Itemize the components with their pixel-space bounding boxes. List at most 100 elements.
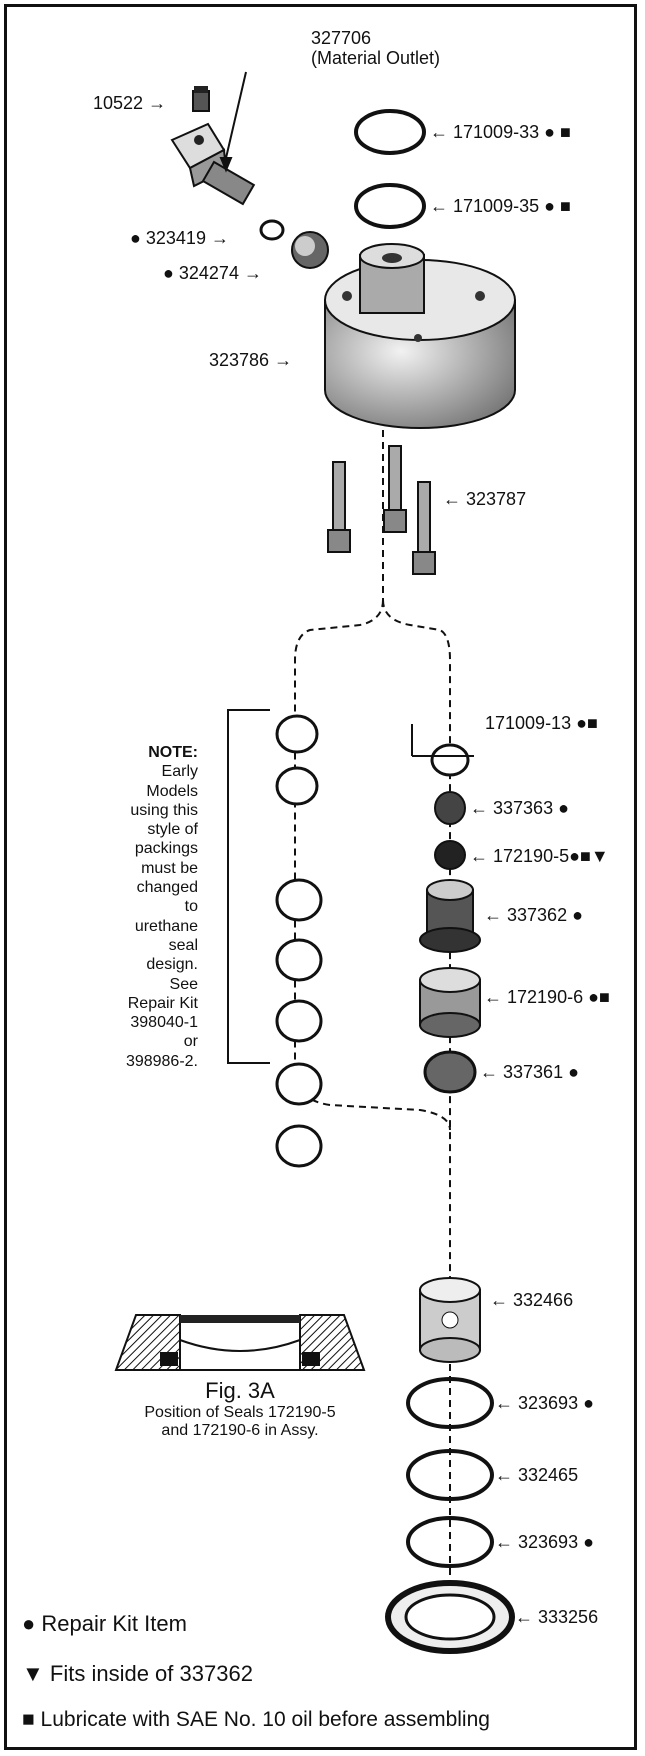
part-332466 — [419, 1277, 481, 1363]
repair-kit-dot-icon: ● — [572, 905, 583, 925]
old-packings — [275, 714, 323, 1168]
assembly-lines — [294, 430, 451, 1640]
arrow-left-icon: ← — [470, 798, 488, 818]
arrow-left-icon: ← — [495, 1465, 513, 1485]
callout-337363: ← 337363 ● — [470, 798, 569, 818]
oring-171009-13 — [430, 743, 470, 777]
callout-10522: 10522 → — [93, 93, 166, 113]
callout-172190-6: ← 172190-6 ●■ — [484, 987, 610, 1007]
repair-kit-dot-icon: ● — [576, 713, 587, 733]
arrow-left-icon: ← — [443, 489, 461, 509]
label-171009-35: 171009-35 — [453, 196, 540, 216]
housing-323786 — [324, 243, 516, 429]
seal-172190-6 — [419, 967, 481, 1038]
lubricate-square-icon: ■ — [560, 196, 571, 216]
callout-323786: 323786 → — [209, 350, 292, 370]
repair-kit-dot-icon: ● — [588, 987, 599, 1007]
material-outlet-327706 — [170, 122, 256, 206]
note-bracket — [227, 709, 270, 1064]
note-line: Models — [146, 782, 198, 800]
label-333256: 333256 — [538, 1607, 599, 1627]
label-323693-lower: 323693 — [518, 1532, 579, 1552]
label-171009-13: 171009-13 — [485, 713, 572, 733]
note-line: 398986-2. — [125, 1052, 198, 1070]
arrow-right-icon: → — [148, 93, 167, 113]
repair-kit-dot-icon: ● — [569, 846, 580, 866]
arrow-left-icon: ← — [490, 1290, 508, 1310]
label-172190-5: 172190-5 — [493, 846, 570, 866]
fitting-10522 — [192, 86, 210, 112]
callout-171009-33: ← 171009-33 ● ■ — [430, 122, 571, 142]
legend-fits-inside: ▼ Fits inside of 337362 — [22, 1662, 253, 1686]
label-324274: 324274 — [178, 263, 239, 283]
fits-inside-triangle-icon: ▼ — [22, 1661, 44, 1686]
figure-caption: Fig. 3A Position of Seals 172190-5 and 1… — [100, 1378, 380, 1440]
callout-172190-5: ← 172190-5●■▼ — [470, 846, 609, 866]
seal-324274 — [291, 231, 329, 269]
arrow-right-icon: → — [243, 263, 262, 283]
part-337363 — [434, 791, 466, 825]
callout-323419: ● 323419 → — [130, 228, 229, 248]
note-line: must be — [141, 859, 198, 877]
arrow-left-icon: ← — [515, 1607, 533, 1627]
label-171009-33: 171009-33 — [453, 122, 540, 142]
arrow-left-icon: ← — [495, 1393, 513, 1413]
ring-332465 — [406, 1449, 494, 1501]
arrow-left-icon: ← — [430, 122, 448, 142]
note-line: design. — [146, 956, 198, 974]
callout-332465: ← 332465 — [495, 1465, 578, 1485]
callout-171009-13: 171009-13 ●■ — [485, 713, 598, 733]
repair-kit-dot-icon: ● — [130, 228, 141, 248]
callout-324274: ● 324274 → — [163, 263, 262, 283]
arrow-left-icon: ← — [430, 196, 448, 216]
callout-337361: ← 337361 ● — [480, 1062, 579, 1082]
repair-kit-dot-icon: ● — [544, 122, 555, 142]
fig-3a-seal-cross-section — [114, 1314, 366, 1371]
nut-333256-bore — [404, 1593, 496, 1641]
fits-inside-triangle-icon: ▼ — [590, 846, 609, 866]
seal-172190-5 — [434, 840, 466, 870]
repair-kit-dot-icon: ● — [544, 196, 555, 216]
repair-kit-dot-icon: ● — [22, 1611, 36, 1636]
callout-337362: ← 337362 ● — [484, 905, 583, 925]
arrow-right-icon: → — [210, 228, 229, 248]
note-early-models: NOTE: Early Models using this style of p… — [98, 743, 198, 1071]
leader-arrows — [219, 71, 474, 757]
note-line: or — [183, 1033, 198, 1051]
oring-323693-lower — [406, 1516, 494, 1568]
arrow-left-icon: ← — [484, 905, 502, 925]
oring-323693-upper — [406, 1377, 494, 1429]
figure-caption-line: Position of Seals 172190-5 — [144, 1404, 336, 1421]
lubricate-square-icon: ■ — [560, 122, 571, 142]
note-line: urethane — [134, 917, 198, 935]
arrow-left-icon: ← — [480, 1062, 498, 1082]
note-line: to — [184, 898, 198, 916]
label-323419: 323419 — [145, 228, 206, 248]
figure-title: Fig. 3A — [205, 1378, 275, 1403]
note-line: style of — [147, 821, 198, 839]
label-172190-6: 172190-6 — [507, 987, 584, 1007]
repair-kit-dot-icon: ● — [583, 1532, 594, 1552]
note-line: Early — [161, 763, 198, 781]
washer-323419 — [259, 219, 285, 241]
oring-171009-35 — [354, 183, 426, 229]
arrow-right-icon: → — [274, 350, 293, 370]
callout-323787: ← 323787 — [443, 489, 526, 509]
arrow-left-icon: ← — [470, 846, 488, 866]
label-337362: 337362 — [507, 905, 568, 925]
legend-lubricate-text: Lubricate with SAE No. 10 oil before ass… — [40, 1708, 490, 1731]
note-line: seal — [168, 936, 198, 954]
part-337361 — [423, 1050, 477, 1094]
note-line: packings — [134, 840, 198, 858]
repair-kit-dot-icon: ● — [558, 798, 569, 818]
note-line: using this — [130, 801, 198, 819]
callout-171009-35: ← 171009-35 ● ■ — [430, 196, 571, 216]
callout-323693-lower: ← 323693 ● — [495, 1532, 594, 1552]
callout-332466: ← 332466 — [490, 1290, 573, 1310]
arrow-left-icon: ← — [484, 987, 502, 1007]
label-323786: 323786 — [209, 350, 270, 370]
callout-333256: ← 333256 — [515, 1607, 598, 1627]
label-10522: 10522 — [93, 93, 144, 113]
lubricate-square-icon: ■ — [579, 846, 591, 866]
note-line: NOTE: — [148, 744, 198, 761]
